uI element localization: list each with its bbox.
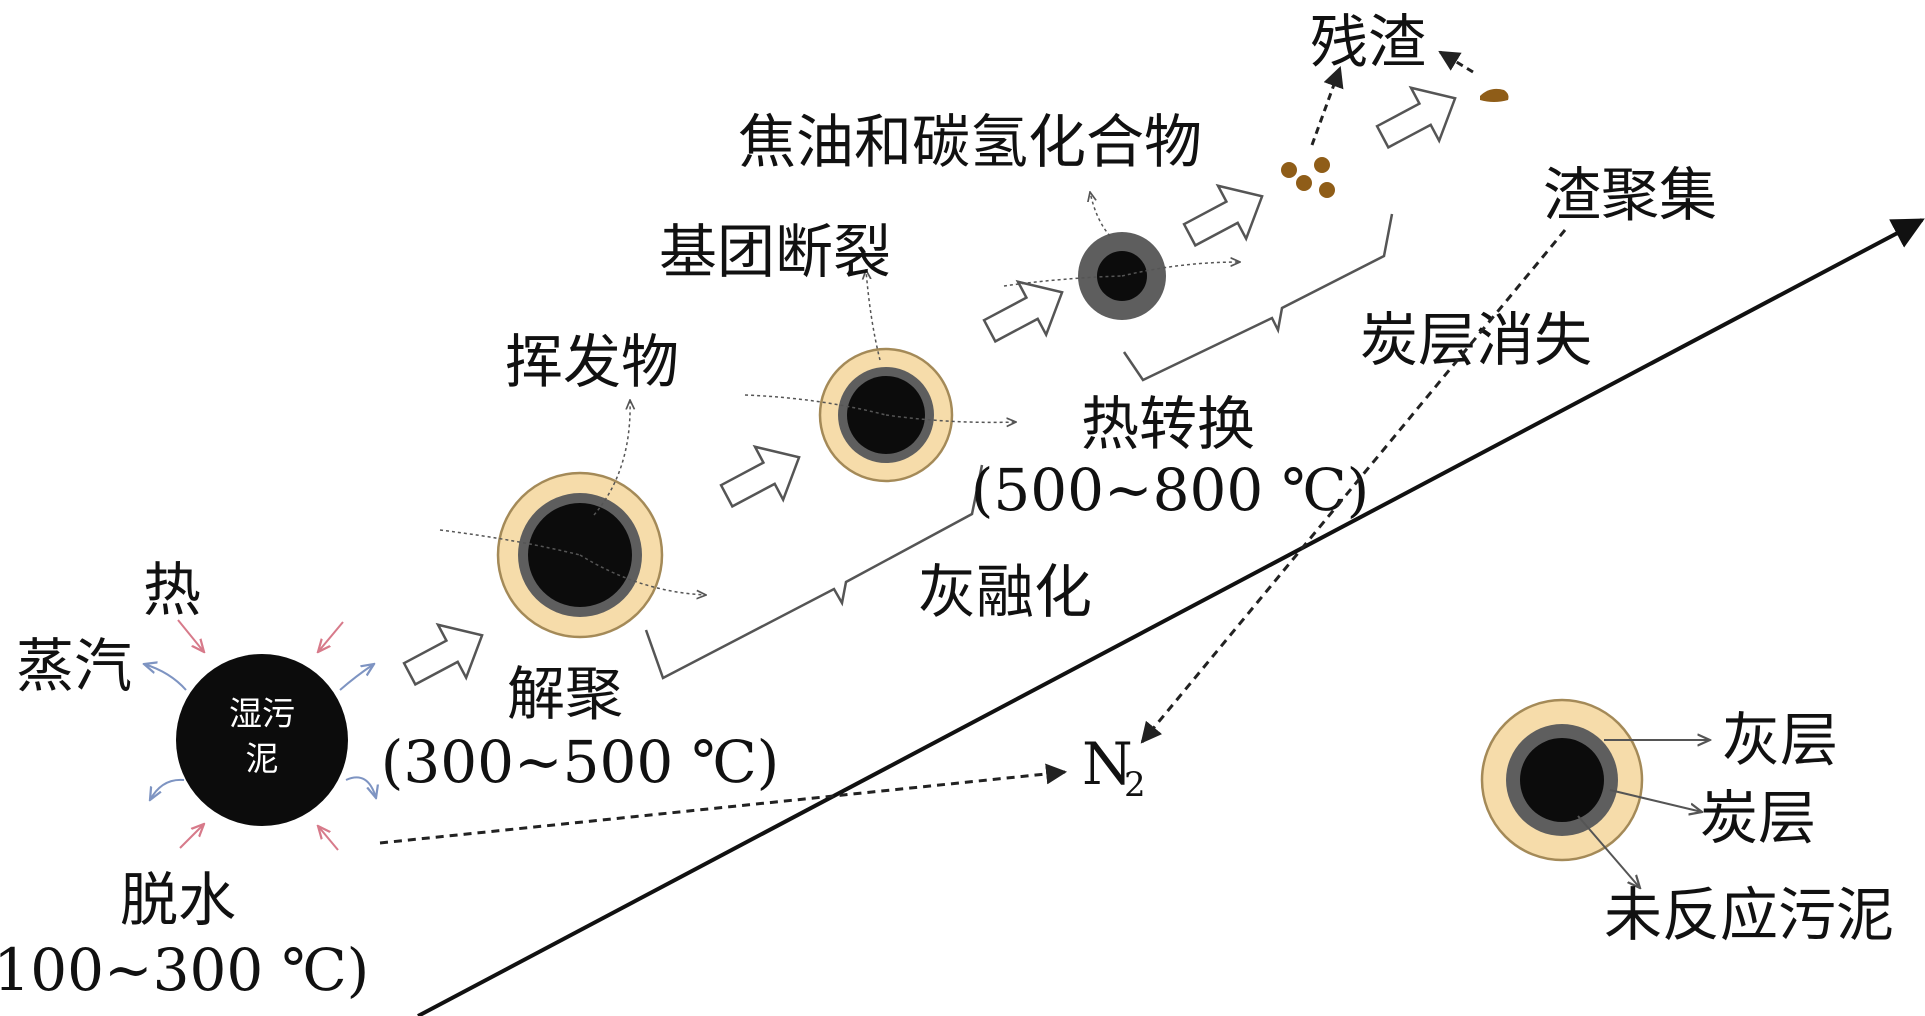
char-disappears-arrow	[1140, 229, 1567, 744]
legend-particle	[1480, 698, 1710, 888]
dehydration-temp: (100~300 ℃)	[0, 936, 369, 1004]
ash-fusion-label: 灰融化	[918, 558, 1092, 626]
particle-thermal-conversion	[1003, 192, 1240, 320]
particle-group-cleavage	[744, 270, 1016, 483]
group-cleavage-label: 基团断裂	[659, 218, 891, 286]
dehydration-label: 脱水	[120, 866, 236, 934]
process-arrow-3	[982, 279, 1064, 344]
residue-label: 残渣	[1310, 8, 1426, 76]
wet-sludge-label-line1: 湿污	[229, 694, 295, 733]
process-arrow-1	[402, 622, 484, 687]
svg-text:2: 2	[1124, 765, 1146, 805]
ash-fusion-brace	[644, 464, 984, 680]
thermal-conversion-label: 热转换	[1081, 390, 1255, 458]
steam-label: 蒸汽	[16, 632, 132, 700]
legend-char-layer: 炭层	[1700, 784, 1816, 852]
slag-aggregate	[1480, 88, 1509, 102]
depolymerization-label: 解聚	[507, 660, 623, 728]
slag-aggregation-label: 渣聚集	[1543, 161, 1717, 229]
wet-sludge-label-line2: 泥	[246, 739, 279, 778]
process-arrow-4	[1182, 183, 1264, 248]
process-axis-arrow	[417, 218, 1925, 1016]
tar-hydrocarbons-label: 焦油和碳氢化合物	[738, 108, 1202, 176]
process-arrow-2	[719, 444, 801, 509]
legend-unreacted-sludge: 未反应污泥	[1604, 881, 1894, 949]
volatiles-label: 挥发物	[505, 328, 679, 396]
residue-arrow-from-dots	[1310, 66, 1344, 146]
particle-depolymerization	[439, 400, 706, 639]
residue-particles	[1281, 157, 1335, 198]
depolymerization-temp: (300~500 ℃)	[381, 728, 780, 796]
svg-text:N: N	[1082, 730, 1133, 798]
steam-arrows	[144, 664, 376, 800]
legend-ash-layer: 灰层	[1722, 706, 1838, 774]
heat-arrows	[177, 619, 344, 851]
wet-sludge-particle: 湿污 泥	[176, 654, 348, 826]
thermal-conversion-temp: (500~800 ℃)	[971, 456, 1370, 524]
n2-flow-arrow	[379, 763, 1068, 845]
residue-arrow-from-slag	[1438, 50, 1474, 74]
process-arrow-5	[1375, 85, 1457, 150]
n2-label: N 2	[1082, 730, 1146, 805]
thermal-conversion-brace	[1122, 213, 1394, 382]
heat-label: 热	[143, 556, 201, 624]
